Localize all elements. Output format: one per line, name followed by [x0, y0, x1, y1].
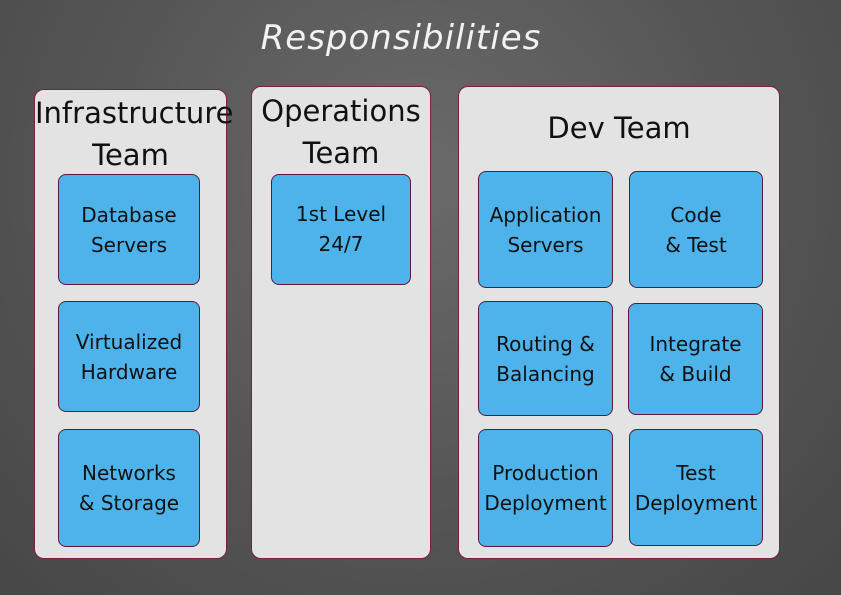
test-deployment-box: Test Deployment [629, 429, 763, 546]
networks-storage-box: Networks & Storage [58, 429, 200, 547]
operations-team-panel: Operations Team [251, 86, 431, 559]
application-servers-box: Application Servers [478, 171, 613, 288]
page-title: Responsibilities [260, 18, 542, 58]
dev-team-title: Dev Team [547, 111, 691, 145]
routing-balancing-box: Routing & Balancing [478, 301, 613, 416]
integrate-build-box: Integrate & Build [628, 303, 763, 415]
production-deployment-box: Production Deployment [478, 429, 613, 547]
first-level-support-box: 1st Level 24/7 [271, 174, 411, 285]
operations-team-title: Operations Team [261, 94, 421, 170]
database-servers-box: Database Servers [58, 174, 200, 285]
infrastructure-team-title: Infrastructure Team [35, 96, 234, 172]
virtualized-hardware-box: Virtualized Hardware [58, 301, 200, 412]
code-test-box: Code & Test [629, 171, 763, 288]
